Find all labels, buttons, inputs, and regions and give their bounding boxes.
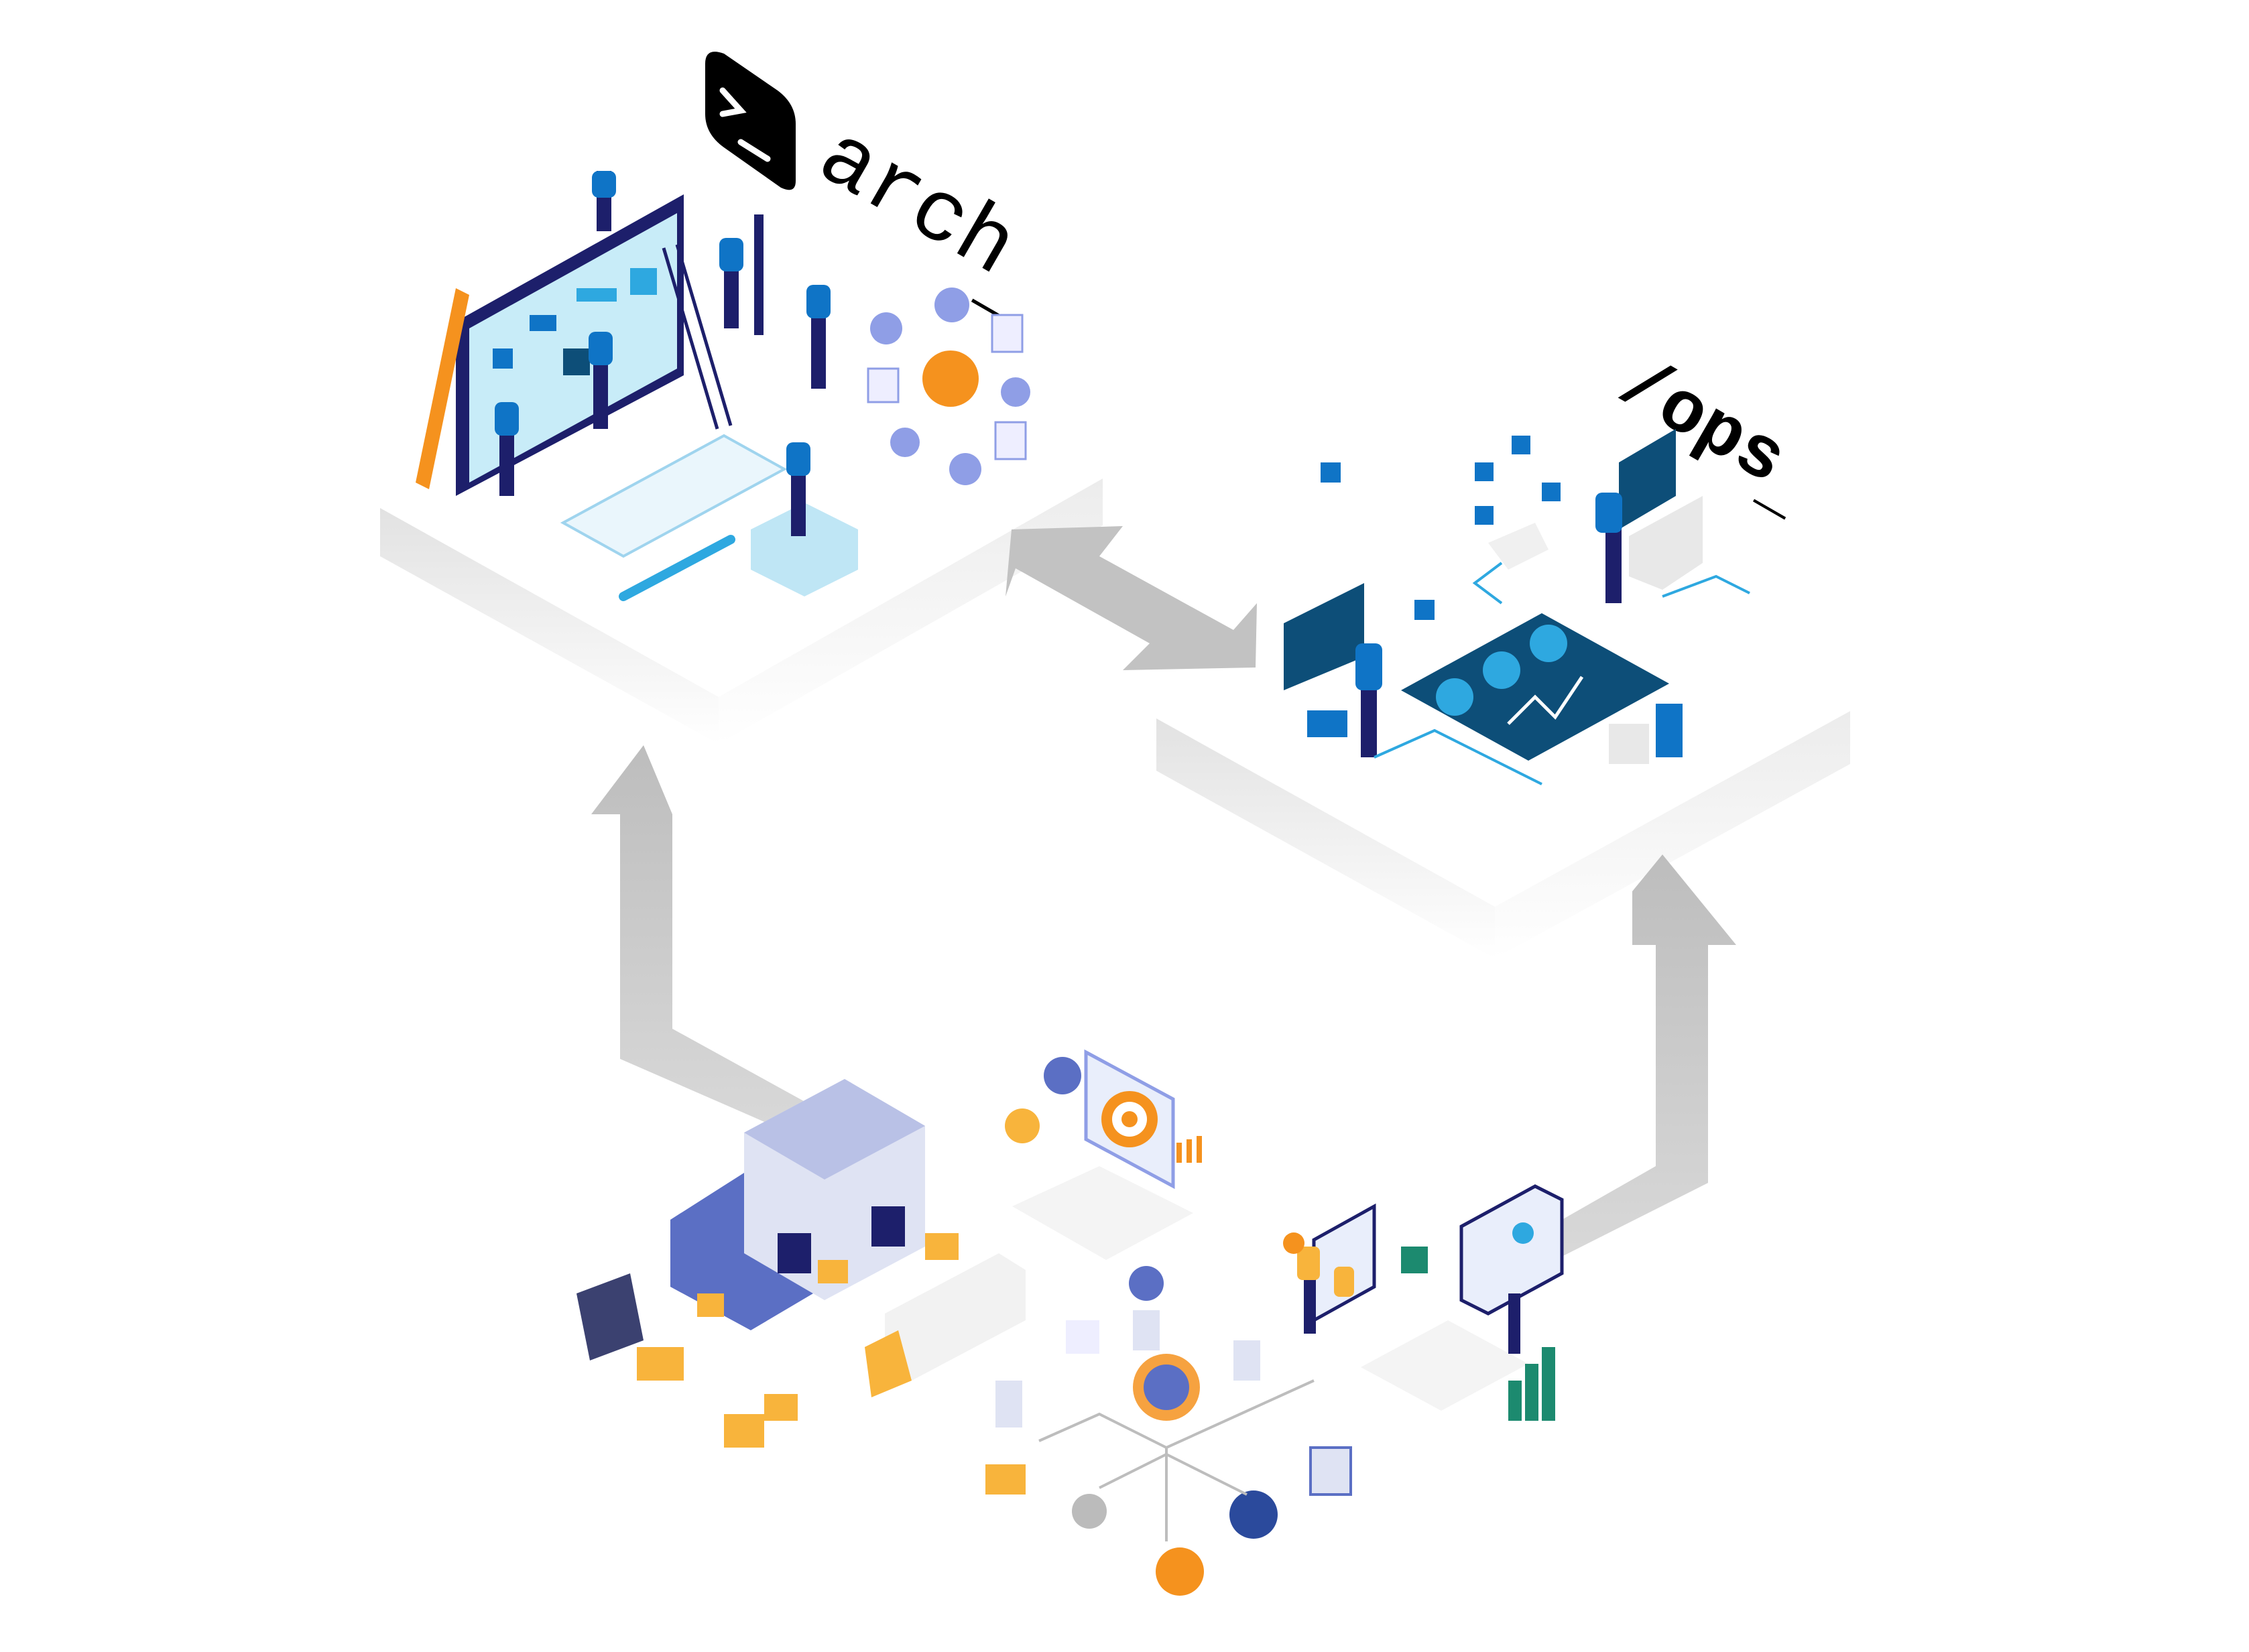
warehouse-illustration	[576, 1079, 1026, 1448]
team-analytics-illustration	[1283, 1184, 1564, 1421]
terminal-logo-icon	[705, 52, 796, 190]
monitoring-illustration	[1284, 429, 1750, 785]
planning-target-illustration	[1005, 1049, 1202, 1260]
cloud-network-illustration	[985, 1266, 1352, 1596]
up-arrow-to-ops	[1515, 854, 1736, 1267]
design-board-illustration	[416, 171, 1030, 601]
up-arrow-to-arch	[591, 745, 825, 1139]
double-arrow-arch-ops	[1006, 526, 1257, 670]
